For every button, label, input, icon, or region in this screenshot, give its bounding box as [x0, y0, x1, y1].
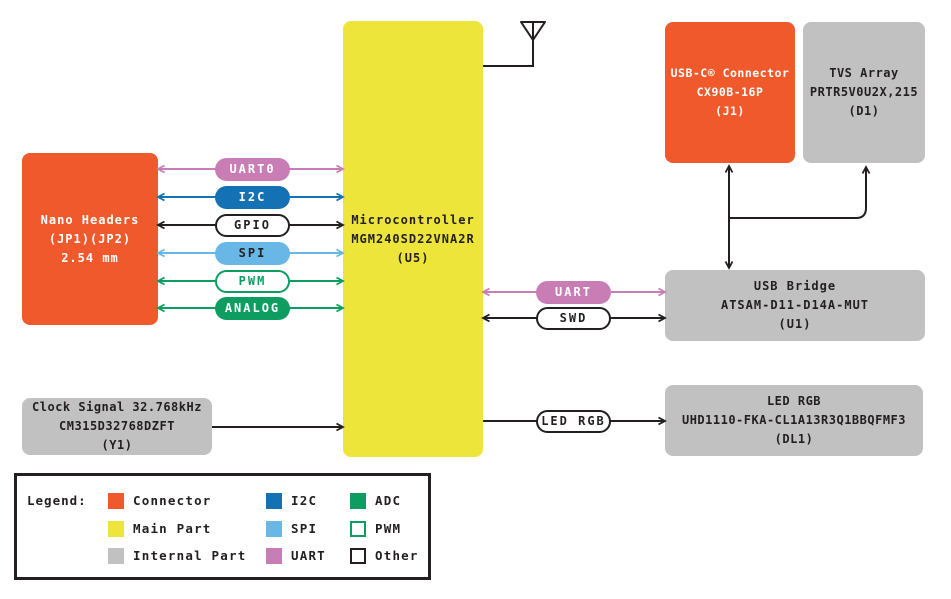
connector-swatch [108, 493, 124, 509]
uart-swatch [266, 548, 282, 564]
legend-label: Other [375, 548, 419, 563]
legend-label: PWM [375, 521, 402, 536]
adc-swatch [350, 493, 366, 509]
legend-item-pwm: PWM [350, 521, 401, 537]
pill-pwm: PWM [215, 270, 290, 293]
nano-headers-label: Nano Headers (JP1)(JP2) 2.54 mm [40, 212, 140, 265]
pill-led-rgb: LED RGB [536, 410, 611, 433]
pill-uart0: UART0 [215, 158, 290, 181]
block-led-rgb: LED RGB UHD1110-FKA-CL1A13R3Q1BBQFMF3 (D… [665, 385, 923, 456]
pill-analog: ANALOG [215, 297, 290, 320]
legend-item-internal-part: Internal Part [108, 548, 246, 564]
legend-label: Main Part [133, 521, 212, 536]
spi-swatch [266, 521, 282, 537]
legend-item-uart: UART [266, 548, 326, 564]
legend-item-adc: ADC [350, 493, 401, 509]
block-nano-headers: Nano Headers (JP1)(JP2) 2.54 mm [22, 153, 158, 325]
pill-swd: SWD [536, 307, 611, 330]
main-part-swatch [108, 521, 124, 537]
led-rgb-label: LED RGB UHD1110-FKA-CL1A13R3Q1BBQFMF3 (D… [681, 394, 906, 446]
usb-c-connector-label: USB-C® Connector CX90B-16P (J1) [670, 66, 790, 118]
legend-label: Connector [133, 493, 212, 508]
antenna-icon [483, 21, 546, 67]
legend-item-other: Other [350, 548, 419, 564]
pill-i2c: I2C [215, 186, 290, 209]
tvs-array-label: TVS Array PRTR5V0U2X,215 (D1) [809, 66, 919, 118]
legend-label: ADC [375, 493, 402, 508]
pill-uart: UART [536, 281, 611, 304]
i2c-swatch [266, 493, 282, 509]
pill-gpio: GPIO [215, 214, 290, 237]
block-tvs-array: TVS Array PRTR5V0U2X,215 (D1) [803, 22, 925, 163]
microcontroller-label: Microcontroller MGM240SD22VNA2R (U5) [351, 212, 475, 265]
internal-part-swatch [108, 548, 124, 564]
legend-label: Internal Part [133, 548, 247, 563]
clock-signal-label: Clock Signal 32.768kHz CM315D32768DZFT (… [32, 400, 202, 452]
block-usb-c-connector: USB-C® Connector CX90B-16P (J1) [665, 22, 795, 163]
legend-item-i2c: I2C [266, 493, 317, 509]
legend-box: Legend: Connector Main Part Internal Par… [14, 473, 431, 580]
tvs-branch-connection-line [729, 165, 871, 219]
block-usb-bridge: USB Bridge ATSAM-D11-D14A-MUT (U1) [665, 270, 925, 341]
legend-label: SPI [291, 521, 318, 536]
block-microcontroller: Microcontroller MGM240SD22VNA2R (U5) [343, 21, 483, 457]
usb-bridge-label: USB Bridge ATSAM-D11-D14A-MUT (U1) [720, 279, 870, 331]
legend-item-main-part: Main Part [108, 521, 212, 537]
block-clock-signal: Clock Signal 32.768kHz CM315D32768DZFT (… [22, 398, 212, 455]
pill-spi: SPI [215, 242, 290, 265]
pwm-swatch [350, 521, 366, 537]
legend-title: Legend: [27, 493, 87, 508]
legend-item-connector: Connector [108, 493, 212, 509]
legend-label: UART [291, 548, 326, 563]
legend-label: I2C [291, 493, 318, 508]
other-swatch [350, 548, 366, 564]
legend-item-spi: SPI [266, 521, 317, 537]
